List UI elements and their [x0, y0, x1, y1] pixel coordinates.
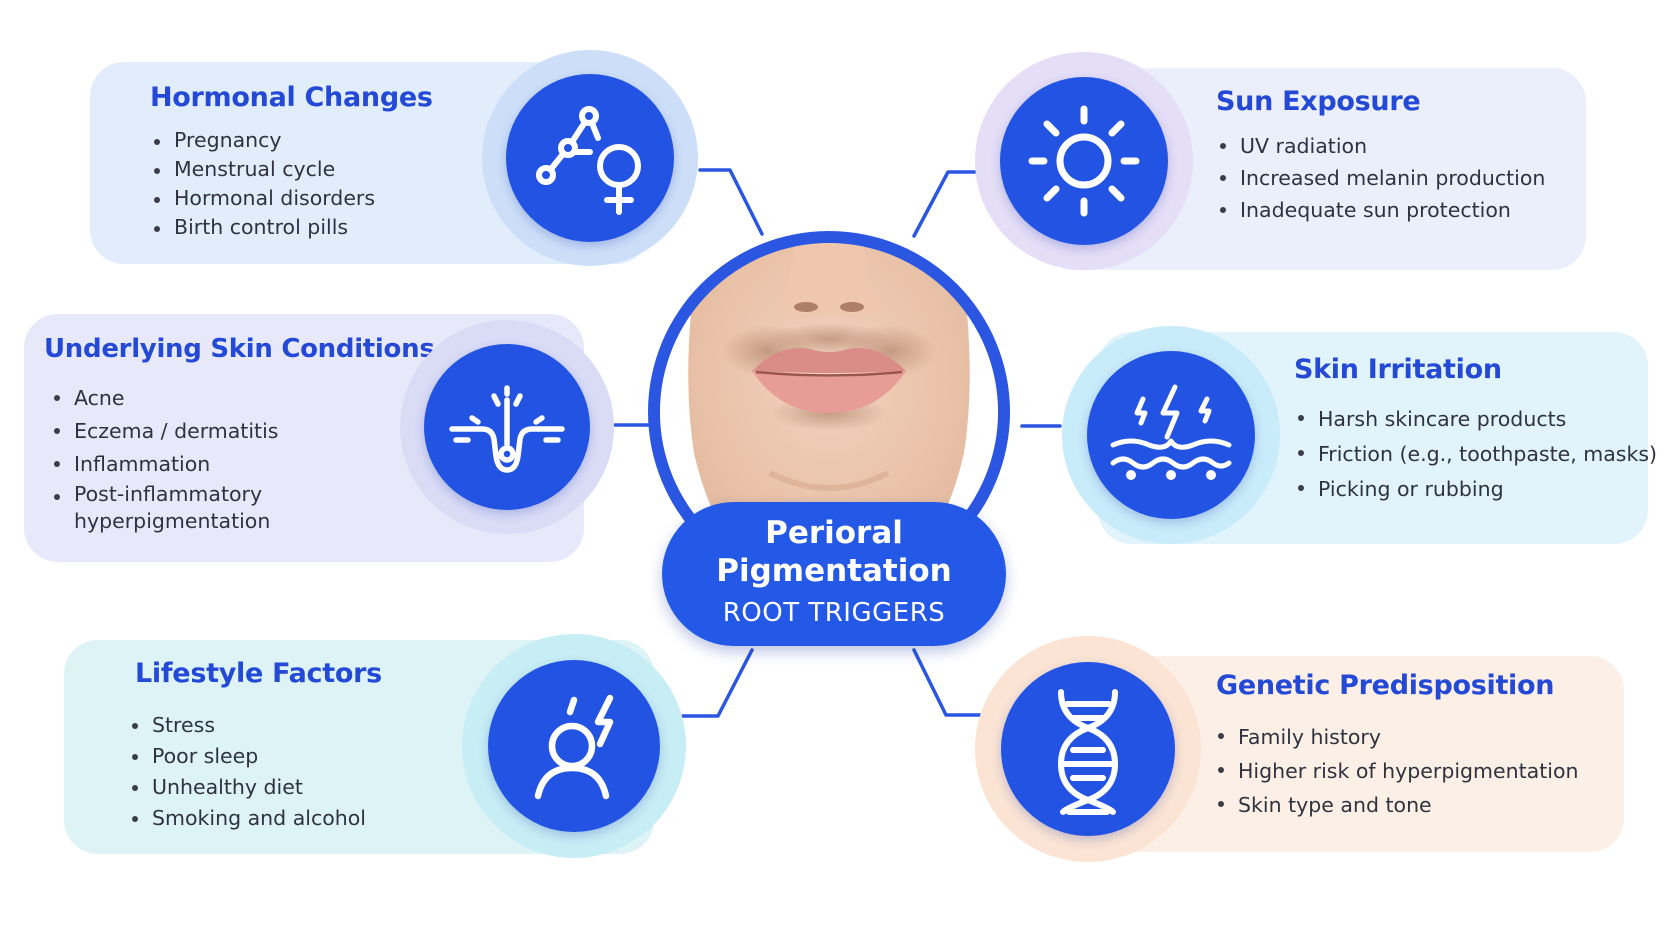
- card-title: Skin Irritation: [1294, 354, 1502, 385]
- list-item: Poor sleep: [128, 741, 366, 772]
- list-item: Increased melanin production: [1216, 162, 1545, 194]
- connector-sun: [912, 170, 980, 238]
- list-item: Higher risk of hyperpigmentation: [1214, 754, 1578, 788]
- list-item: Harsh skincare products: [1294, 402, 1657, 437]
- trigger-list: Pregnancy Menstrual cycle Hormonal disor…: [150, 126, 375, 242]
- list-item: Skin type and tone: [1214, 788, 1578, 822]
- card-sun-exposure: Sun Exposure UV radiation Increased mela…: [1040, 68, 1586, 270]
- list-item: Stress: [128, 710, 366, 741]
- list-item: Eczema / dermatitis: [50, 415, 314, 448]
- stressed-person-icon: [488, 660, 660, 832]
- list-item: Inflammation: [50, 448, 314, 481]
- list-item: Family history: [1214, 720, 1578, 754]
- list-item: Hormonal disorders: [150, 184, 375, 213]
- card-title: Lifestyle Factors: [135, 658, 382, 689]
- center-title-pill: Perioral Pigmentation ROOT TRIGGERS: [662, 502, 1006, 646]
- list-item: Pregnancy: [150, 126, 375, 155]
- center-subtitle: ROOT TRIGGERS: [722, 598, 946, 628]
- trigger-list: Harsh skincare products Friction (e.g., …: [1294, 402, 1657, 507]
- female-hormone-molecule-icon: [506, 74, 674, 242]
- card-title: Sun Exposure: [1216, 86, 1421, 117]
- list-item: Inadequate sun protection: [1216, 194, 1545, 226]
- card-title: Underlying Skin Conditions: [44, 334, 435, 364]
- sun-icon: [1000, 77, 1168, 245]
- list-item: UV radiation: [1216, 130, 1545, 162]
- connector-lifestyle: [681, 648, 754, 718]
- connector-hormonal: [698, 168, 764, 236]
- list-item: Menstrual cycle: [150, 155, 375, 184]
- card-title: Hormonal Changes: [150, 82, 433, 113]
- list-item: Post-inflammatory hyperpigmentation: [50, 481, 314, 535]
- card-title: Genetic Predisposition: [1216, 670, 1555, 701]
- trigger-list: UV radiation Increased melanin productio…: [1216, 130, 1545, 226]
- connector-genetic: [912, 648, 982, 717]
- list-item: Unhealthy diet: [128, 772, 366, 803]
- dna-helix-icon: [1001, 662, 1175, 836]
- list-item: Acne: [50, 382, 314, 415]
- center-title: Perioral Pigmentation: [716, 515, 952, 589]
- hair-follicle-inflammation-icon: [424, 344, 590, 510]
- trigger-list: Stress Poor sleep Unhealthy diet Smoking…: [128, 710, 366, 834]
- list-item: Birth control pills: [150, 213, 375, 242]
- trigger-list: Family history Higher risk of hyperpigme…: [1214, 720, 1578, 822]
- list-item: Friction (e.g., toothpaste, masks): [1294, 437, 1657, 472]
- face-illustration-drawing: [660, 243, 998, 581]
- irritated-skin-lightning-icon: [1087, 351, 1255, 519]
- list-item: Picking or rubbing: [1294, 472, 1657, 507]
- list-item: Smoking and alcohol: [128, 803, 366, 834]
- trigger-list: Acne Eczema / dermatitis Inflammation Po…: [50, 382, 314, 535]
